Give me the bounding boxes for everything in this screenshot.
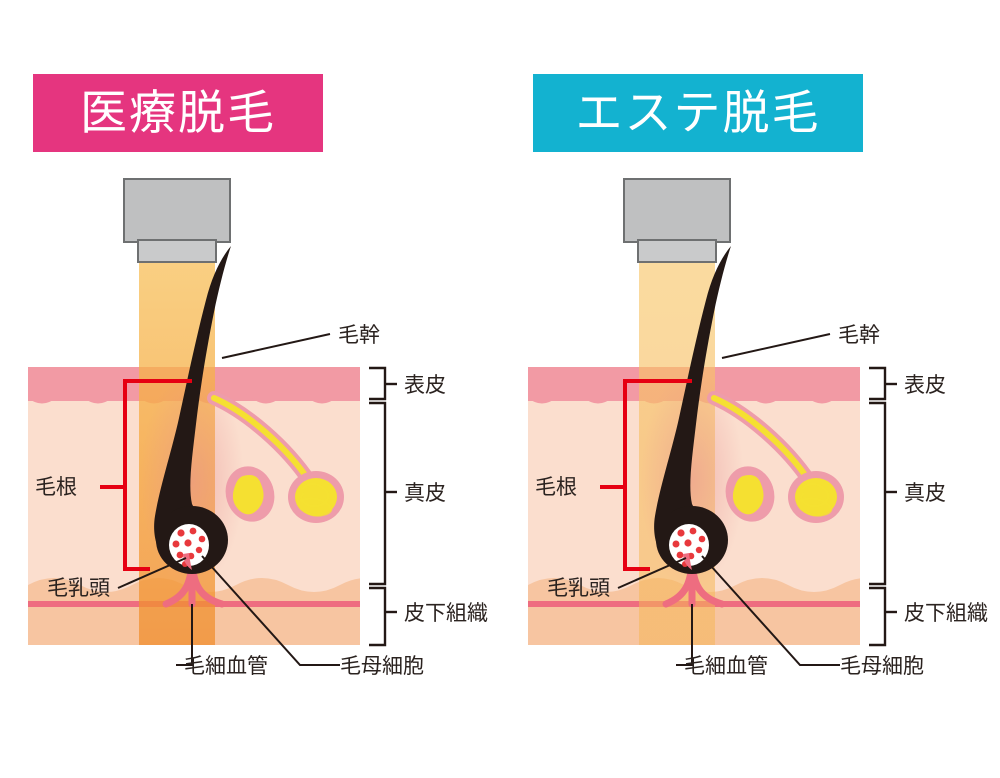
hair-shaft-and-root bbox=[154, 246, 231, 570]
hair-follicle-esthetic bbox=[654, 246, 731, 574]
sebaceous-gland bbox=[732, 475, 764, 515]
sweat-gland-group bbox=[207, 391, 344, 523]
label-epidermis: 表皮 bbox=[904, 373, 946, 397]
papilla-cells bbox=[672, 527, 706, 567]
label-epidermis: 表皮 bbox=[404, 373, 446, 397]
hair-matrix-leader bbox=[201, 555, 340, 666]
sweat-gland-group bbox=[707, 391, 844, 523]
layer-brackets bbox=[869, 366, 897, 647]
sebaceous-gland-group bbox=[725, 466, 775, 522]
panel-title-medical: 医療脱毛 bbox=[33, 74, 323, 152]
papilla-cells bbox=[172, 527, 206, 567]
hair-shaft-and-root bbox=[654, 246, 731, 570]
label-hair-shaft: 毛幹 bbox=[838, 323, 880, 347]
label-hair-matrix: 毛母細胞 bbox=[840, 654, 924, 678]
panel-esthetic: エステ脱毛 bbox=[500, 0, 1000, 778]
label-capillary: 毛細血管 bbox=[684, 654, 768, 678]
layer-brackets bbox=[369, 366, 397, 647]
device-body bbox=[623, 178, 731, 243]
illustration-medical: 毛根 毛幹 毛乳頭 毛細血管 毛母細胞 bbox=[28, 178, 488, 678]
label-dermal-papilla: 毛乳頭 bbox=[47, 576, 110, 600]
label-subcutaneous: 皮下組織 bbox=[404, 601, 488, 625]
device-tip bbox=[637, 239, 717, 263]
device-body bbox=[123, 178, 231, 243]
label-hair-root: 毛根 bbox=[35, 475, 77, 499]
dermal-papilla-leader bbox=[617, 557, 687, 589]
laser-device-medical[interactable] bbox=[123, 178, 231, 263]
hair-shaft-leader bbox=[721, 333, 831, 359]
laser-device-esthetic[interactable] bbox=[623, 178, 731, 263]
label-hair-matrix: 毛母細胞 bbox=[340, 654, 424, 678]
label-capillary: 毛細血管 bbox=[184, 654, 268, 678]
sweat-coil-detail bbox=[299, 482, 333, 517]
label-hair-root: 毛根 bbox=[535, 475, 577, 499]
dermal-papilla-leader bbox=[117, 557, 187, 589]
panel-medical: 医療脱毛 bbox=[28, 74, 488, 678]
capillary-leader bbox=[176, 604, 193, 666]
label-dermis: 真皮 bbox=[404, 481, 446, 505]
panel-title-esthetic: エステ脱毛 bbox=[533, 74, 863, 152]
hair-root-bracket bbox=[123, 379, 192, 571]
label-dermal-papilla: 毛乳頭 bbox=[547, 576, 610, 600]
hair-root-bracket bbox=[623, 379, 692, 571]
sebaceous-gland bbox=[232, 475, 264, 515]
label-dermis: 真皮 bbox=[904, 481, 946, 505]
label-hair-shaft: 毛幹 bbox=[338, 323, 380, 347]
sweat-duct bbox=[211, 395, 313, 485]
hair-follicle-medical bbox=[154, 246, 231, 574]
sebaceous-gland-group bbox=[225, 466, 275, 522]
hair-shaft-leader bbox=[221, 333, 331, 359]
label-subcutaneous: 皮下組織 bbox=[904, 601, 988, 625]
sweat-duct bbox=[711, 395, 813, 485]
sweat-coil-detail bbox=[799, 482, 833, 517]
capillary-leader bbox=[676, 604, 693, 666]
illustration-esthetic: 毛根 毛幹 毛乳頭 毛細血管 毛母細胞 表皮 真皮 bbox=[500, 0, 1000, 778]
hair-matrix-leader bbox=[701, 555, 840, 666]
device-tip bbox=[137, 239, 217, 263]
